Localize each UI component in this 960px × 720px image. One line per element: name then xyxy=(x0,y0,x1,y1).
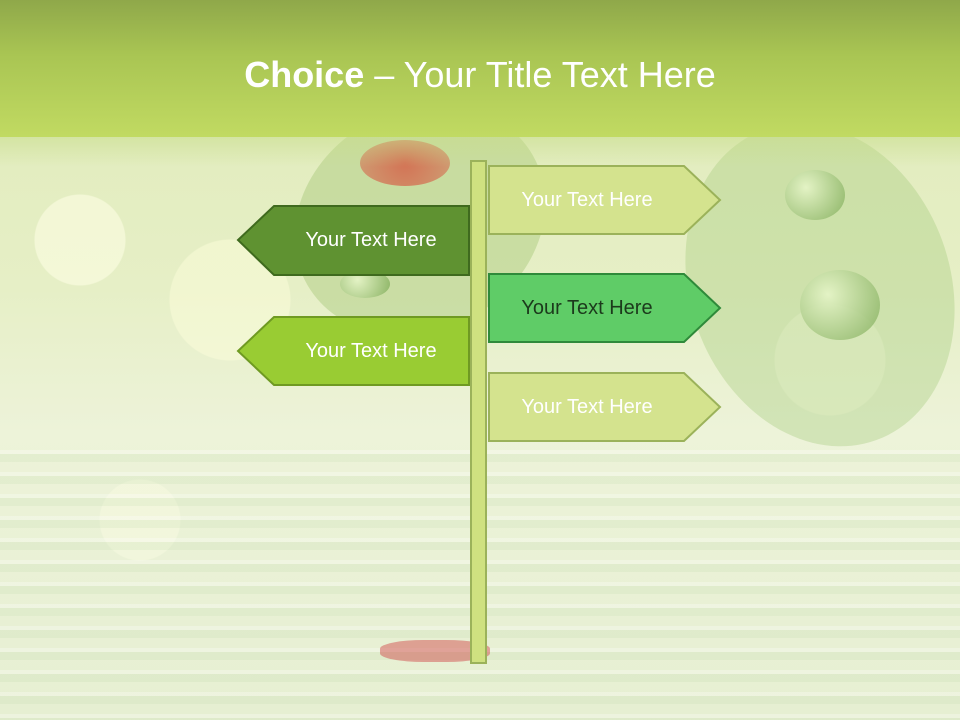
sign-shape xyxy=(488,372,722,442)
sign-arrow-left[interactable]: Your Text Here xyxy=(236,316,470,386)
sign-label: Your Text Here xyxy=(521,188,653,211)
sign-shape xyxy=(236,316,470,386)
sign-label: Your Text Here xyxy=(305,229,437,251)
water-drop xyxy=(785,170,845,220)
sign-shape xyxy=(236,205,470,276)
sign-arrow-left[interactable]: Your Text Here xyxy=(236,205,470,276)
sign-label: Your Text Here xyxy=(305,339,437,362)
title-banner xyxy=(0,0,960,137)
sign-arrow-right[interactable]: Your Text Here xyxy=(488,273,722,343)
title-bold: Choice xyxy=(244,54,365,95)
water-drop xyxy=(800,270,880,340)
sign-label: Your Text Here xyxy=(521,296,653,319)
reflection-spot xyxy=(380,640,490,662)
slide-title[interactable]: Choice – Your Title Text Here xyxy=(0,52,960,98)
sign-arrow-right[interactable]: Your Text Here xyxy=(488,165,722,235)
title-rest: – Your Title Text Here xyxy=(364,54,716,95)
sign-shape xyxy=(488,273,722,343)
sign-label: Your Text Here xyxy=(521,395,653,418)
sign-shape xyxy=(488,165,722,235)
sign-arrow-right[interactable]: Your Text Here xyxy=(488,372,722,442)
signpost-pole xyxy=(470,160,487,664)
